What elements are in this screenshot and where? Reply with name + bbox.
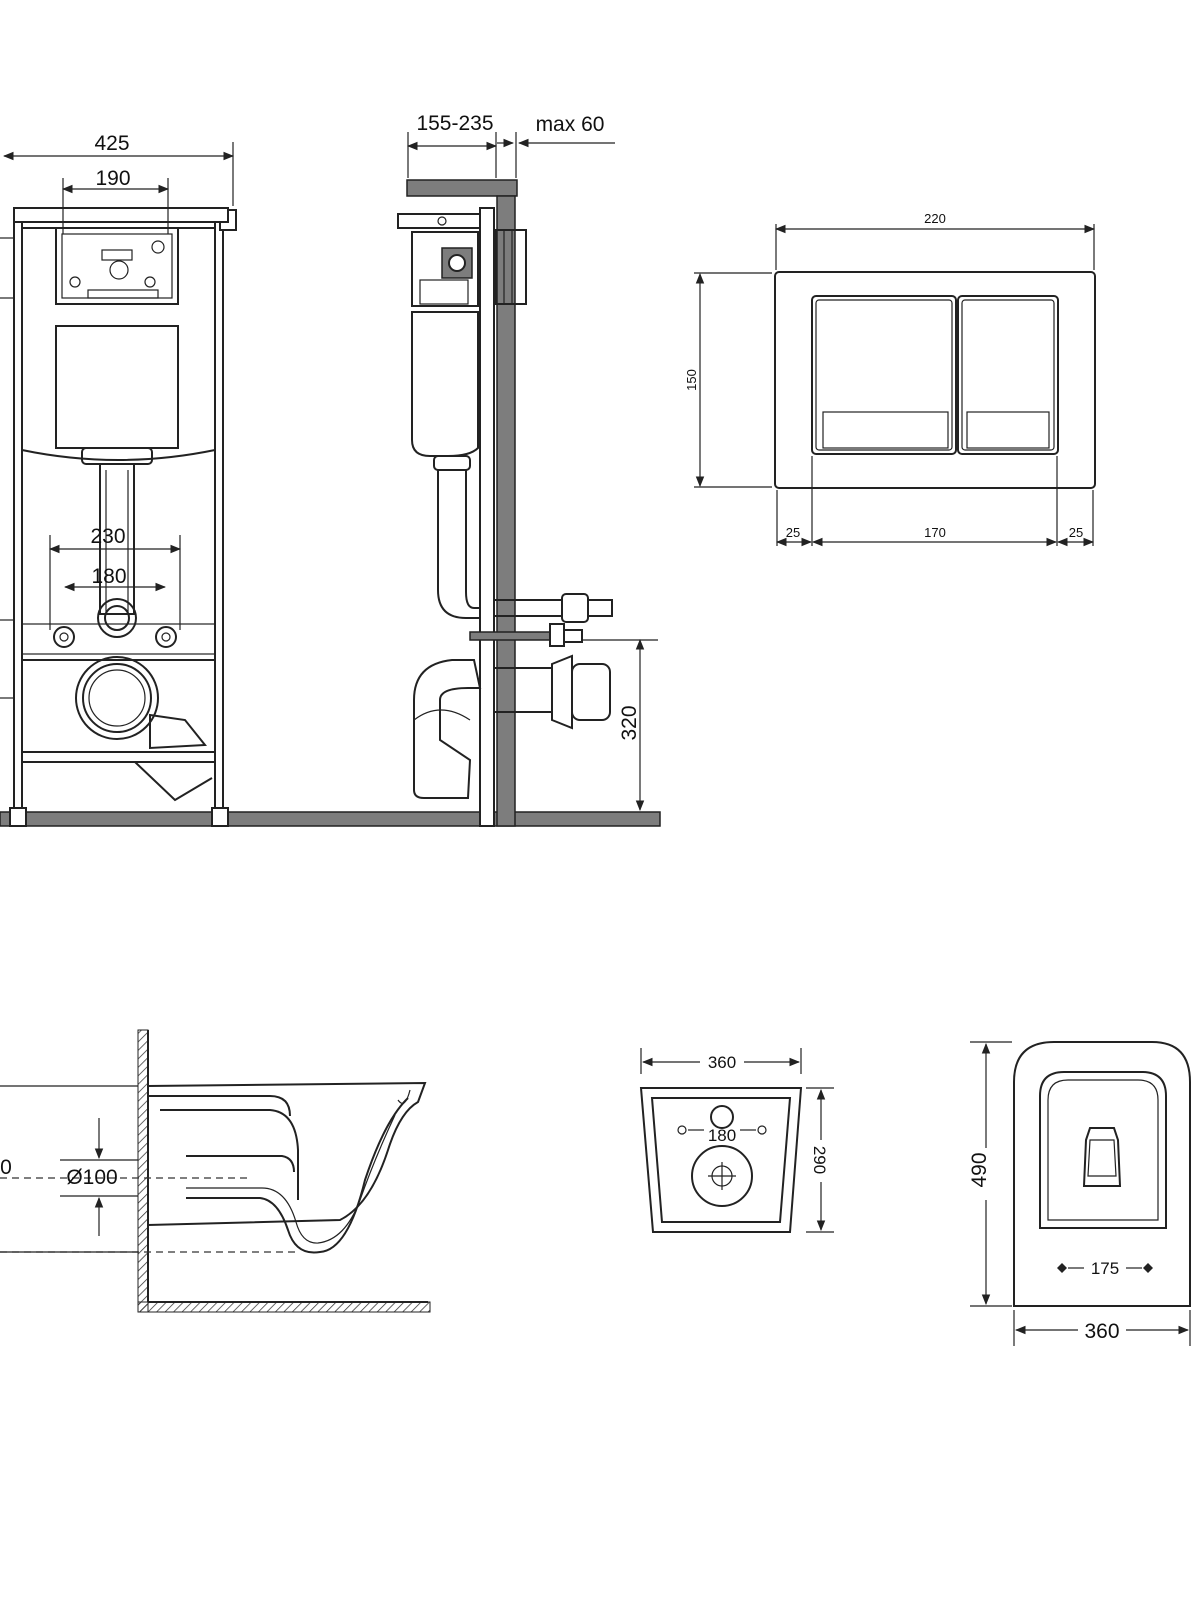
dim-back-height: 290 xyxy=(810,1146,829,1174)
drain-elbow xyxy=(413,659,482,799)
bowl-trap xyxy=(186,1097,409,1254)
drain-hole xyxy=(691,1145,753,1207)
cistern-body xyxy=(21,227,216,461)
dim-plate-margin-right: 25 xyxy=(1069,525,1083,540)
bowl-outline xyxy=(147,1081,427,1226)
dim-cut-value: 0 xyxy=(0,1156,12,1179)
button-housing xyxy=(411,231,479,307)
drain-opening xyxy=(1082,1127,1122,1187)
bowl-top-outline xyxy=(1013,1041,1191,1307)
dim-button-width: 190 xyxy=(95,167,130,190)
dim-frame-width: 425 xyxy=(94,132,129,155)
bowl-back-outline xyxy=(639,1087,803,1233)
left-upright xyxy=(13,207,23,813)
flush-button-opening xyxy=(55,227,179,305)
bowl-back-view: 180 360 290 xyxy=(639,1048,834,1233)
dim-plate-button-span: 170 xyxy=(924,525,946,540)
mounting-bar xyxy=(21,623,216,655)
flush-inlet xyxy=(97,598,137,638)
top-rail xyxy=(13,207,229,223)
dim-plate-height: 150 xyxy=(684,369,699,391)
flush-button-small xyxy=(957,295,1059,455)
flush-button-large xyxy=(811,295,957,455)
mount-point-right xyxy=(1143,1263,1153,1273)
frame-side-view: 155-235 max 60 320 xyxy=(397,112,658,827)
drain-outlet xyxy=(75,656,159,740)
mount-point-left xyxy=(1057,1263,1067,1273)
frame-front-view: 425 190 230 180 xyxy=(0,132,661,827)
dim-pipe-diameter: Ø100 xyxy=(66,1166,117,1189)
dim-top-length: 490 xyxy=(968,1152,991,1187)
dim-top-pin-spacing: 175 xyxy=(1091,1259,1119,1278)
right-bolt xyxy=(155,626,177,648)
dim-top-width: 360 xyxy=(1084,1320,1119,1343)
wall-top xyxy=(406,179,518,197)
dim-pin-outer: 230 xyxy=(90,525,125,548)
left-bolt xyxy=(53,626,75,648)
dim-back-pin-spacing: 180 xyxy=(708,1126,736,1145)
flush-inlet-hole xyxy=(710,1105,734,1129)
dim-drain-height: 320 xyxy=(618,705,641,740)
dim-back-width: 360 xyxy=(708,1053,736,1072)
inspection-panel xyxy=(55,325,179,449)
flush-plate-outline xyxy=(774,271,1096,489)
dim-plate-margin-left: 25 xyxy=(786,525,800,540)
dim-wall-depth: 155-235 xyxy=(416,112,493,135)
dim-pin-inner: 180 xyxy=(91,565,126,588)
mount-hole-right xyxy=(757,1125,767,1135)
mount-hole-left xyxy=(677,1125,687,1135)
cistern-side xyxy=(411,311,479,457)
frame-profile xyxy=(479,207,495,827)
bowl-side-section: Ø100 0 xyxy=(0,1029,431,1313)
flush-plate-view: 220 150 25 170 25 xyxy=(684,211,1096,547)
flush-pipe xyxy=(99,463,135,615)
right-upright xyxy=(214,207,224,813)
dim-max-finish: max 60 xyxy=(536,113,605,136)
dim-plate-width: 220 xyxy=(924,211,946,226)
bowl-top-view: 175 490 360 xyxy=(968,1041,1191,1346)
floor-line xyxy=(0,811,661,827)
